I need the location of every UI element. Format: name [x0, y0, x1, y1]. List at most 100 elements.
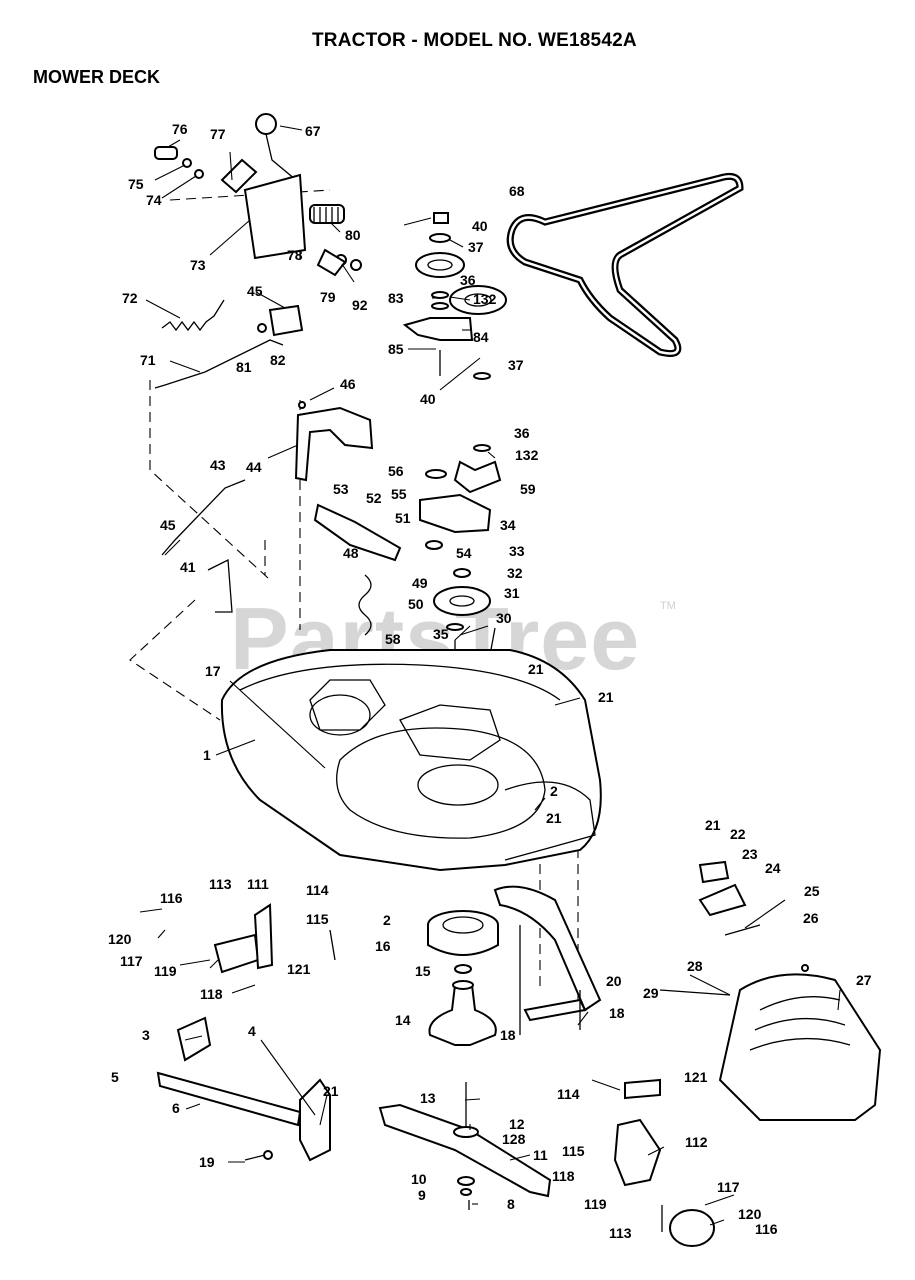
- callout-label: 117: [120, 953, 143, 969]
- callout-label: 51: [395, 510, 411, 526]
- callout-label: 21: [528, 661, 544, 677]
- callout-label: 41: [180, 559, 196, 575]
- callout-label: 36: [514, 425, 530, 441]
- callout-label: 80: [345, 227, 361, 243]
- callout-label: 32: [507, 565, 523, 581]
- callout-label: 21: [598, 689, 614, 705]
- callout-label: 73: [190, 257, 206, 273]
- lever-knob: [255, 113, 277, 135]
- callout-label: 11: [533, 1147, 548, 1163]
- callout-label: 111: [247, 876, 269, 892]
- callout-label: 20: [606, 973, 622, 989]
- callout-label: 76: [172, 121, 188, 137]
- callout-label: 85: [388, 341, 404, 357]
- callout-label: 23: [742, 846, 758, 862]
- callout-label: 119: [584, 1196, 607, 1212]
- callout-label: 116: [160, 890, 183, 906]
- deck-arm: [493, 885, 602, 1012]
- callout-label: 21: [546, 810, 562, 826]
- link-rod: [154, 339, 284, 389]
- chute-bracket: [613, 1118, 662, 1187]
- callout-label: 12: [509, 1116, 525, 1132]
- callout-label: 117: [717, 1179, 740, 1195]
- callout-label: 58: [385, 631, 401, 647]
- callout-label: 24: [765, 860, 781, 876]
- callout-label: 18: [500, 1027, 516, 1043]
- callout-label: 67: [305, 123, 321, 139]
- callout-label: 46: [340, 376, 356, 392]
- callout-label: 40: [420, 391, 436, 407]
- callout-label: 28: [687, 958, 703, 974]
- callout-label: 21: [323, 1083, 339, 1099]
- callout-label: 83: [388, 290, 404, 306]
- diagram-title: TRACTOR - MODEL NO. WE18542A: [312, 30, 637, 51]
- callout-label: 92: [352, 297, 368, 313]
- pin: [154, 146, 178, 160]
- discharge-chute: [718, 973, 882, 1121]
- callout-label: 6: [172, 1100, 180, 1116]
- callout-label: 29: [643, 985, 659, 1001]
- blade: [378, 1103, 552, 1198]
- idler-plate: [419, 493, 492, 534]
- callout-label: 132: [515, 447, 539, 463]
- callout-label: 15: [415, 963, 431, 979]
- callout-label: 114: [557, 1086, 580, 1102]
- callout-label: 72: [122, 290, 138, 306]
- watermark-trademark: TM: [660, 600, 676, 612]
- idler-arm: [313, 503, 402, 562]
- callout-label: 132: [473, 291, 497, 307]
- callout-label: 115: [306, 911, 329, 927]
- callout-label: 36: [460, 272, 476, 288]
- lever-grip: [309, 204, 345, 224]
- callout-label: 16: [375, 938, 391, 954]
- callout-label: 22: [730, 826, 746, 842]
- callout-label: 10: [411, 1171, 427, 1187]
- callout-label: 21: [705, 817, 721, 833]
- callout-label: 112: [685, 1134, 708, 1150]
- callout-label: 48: [343, 545, 359, 561]
- callout-label: 82: [270, 352, 286, 368]
- callout-label: 71: [140, 352, 156, 368]
- callout-label: 128: [502, 1131, 526, 1147]
- deck-link: [156, 1071, 302, 1127]
- callout-label: 118: [552, 1168, 575, 1184]
- callout-label: 25: [804, 883, 820, 899]
- callout-label: 5: [111, 1069, 119, 1085]
- callout-label: 30: [496, 610, 512, 626]
- callout-label: 68: [509, 183, 525, 199]
- callout-label: 33: [509, 543, 525, 559]
- callout-label: 45: [160, 517, 176, 533]
- callout-label: 84: [473, 329, 489, 345]
- callout-label: 49: [412, 575, 428, 591]
- callout-label: 9: [418, 1187, 426, 1203]
- callout-label: 81: [236, 359, 252, 375]
- callout-label: 113: [609, 1225, 632, 1241]
- callout-leaders: [139, 125, 841, 1226]
- callout-label: 120: [108, 931, 132, 947]
- mower-deck: [220, 649, 602, 872]
- callout-label: 31: [504, 585, 520, 601]
- callout-label: 118: [200, 986, 223, 1002]
- callout-label: 3: [142, 1027, 150, 1043]
- idler-pulley: [433, 586, 491, 616]
- nut: [433, 212, 449, 224]
- callout-label: 8: [507, 1196, 515, 1212]
- callout-label: 74: [146, 192, 162, 208]
- callout-label: 4: [248, 1023, 256, 1039]
- callout-label: 59: [520, 481, 536, 497]
- callout-label: 17: [205, 663, 221, 679]
- callout-label: 14: [395, 1012, 411, 1028]
- callout-label: 114: [306, 882, 329, 898]
- callout-label: 13: [420, 1090, 436, 1106]
- callout-label: 18: [609, 1005, 625, 1021]
- callout-label: 121: [684, 1069, 708, 1085]
- pulley: [415, 252, 465, 278]
- callout-label: 37: [468, 239, 484, 255]
- callout-label: 26: [803, 910, 819, 926]
- callout-label: 54: [456, 545, 472, 561]
- callout-label: 37: [508, 357, 524, 373]
- callout-label: 43: [210, 457, 226, 473]
- callout-label: 27: [856, 972, 872, 988]
- callout-label: 44: [246, 459, 262, 475]
